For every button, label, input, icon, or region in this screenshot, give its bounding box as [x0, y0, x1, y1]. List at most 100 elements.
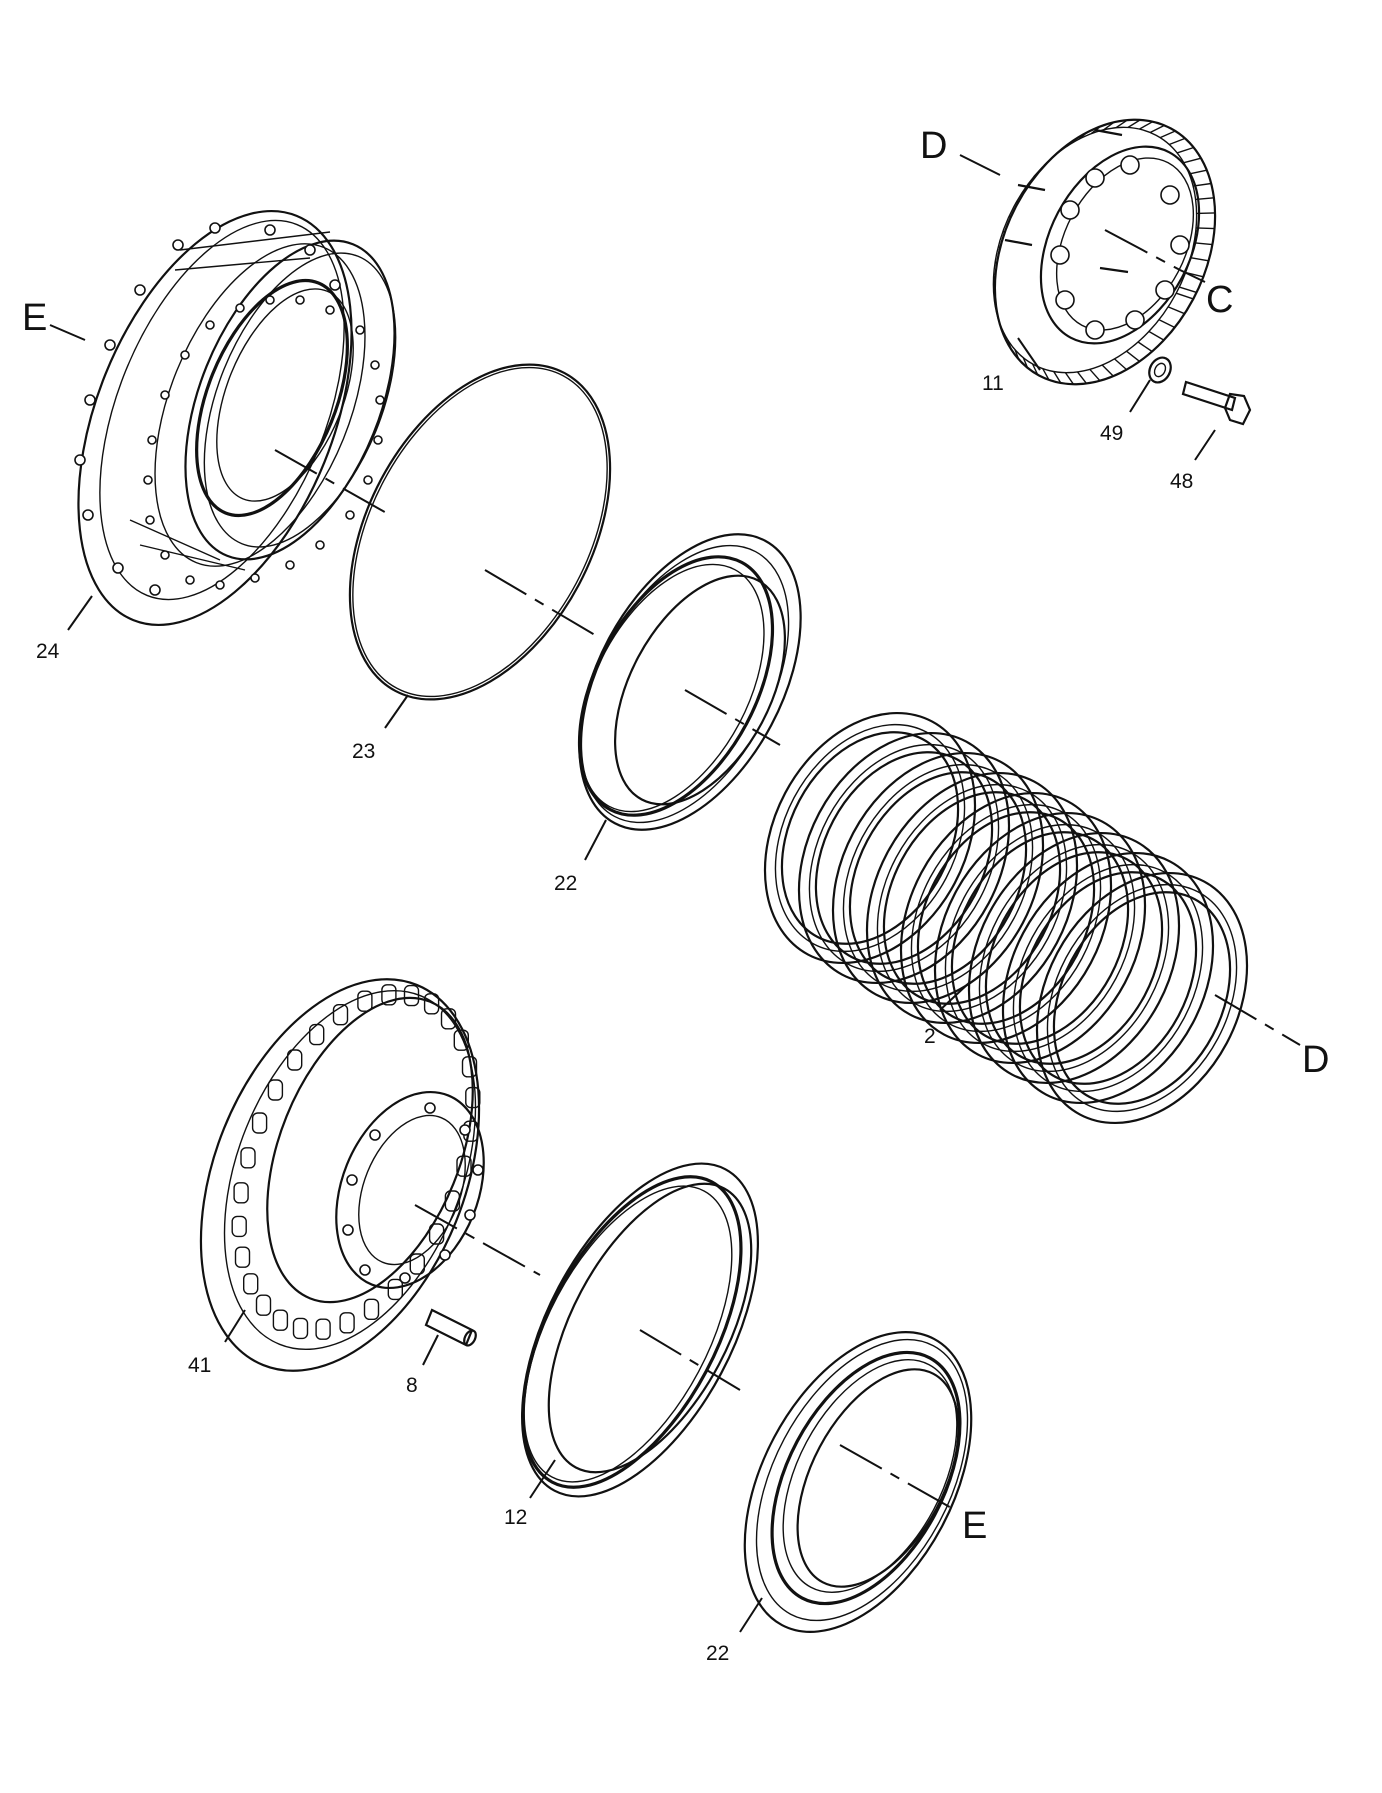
gear-tooth	[994, 261, 998, 265]
gear-tooth	[1159, 130, 1176, 139]
clutch-disc	[882, 791, 1062, 1005]
gear-tooth	[994, 304, 998, 311]
hub-lug	[233, 1182, 249, 1204]
gear-tooth	[1042, 368, 1050, 381]
hub-lug	[315, 1318, 331, 1340]
hub-lug	[453, 1029, 469, 1051]
hub-lug	[267, 1079, 284, 1101]
gear-tooth	[1115, 119, 1128, 129]
clutch-disc	[865, 771, 1079, 1025]
gear-tooth	[1015, 200, 1020, 204]
clutch-disc	[916, 811, 1096, 1025]
gear-tooth	[1189, 169, 1207, 175]
seal-part-22-lower	[743, 1331, 973, 1633]
gear-tooth	[1196, 212, 1216, 215]
clutch-disc	[808, 743, 1000, 973]
leader-lines	[49, 154, 1216, 1633]
gear-tooth	[1195, 197, 1214, 201]
gear-tooth	[1043, 159, 1050, 166]
label-8: 8	[406, 1374, 418, 1397]
label-11: 11	[982, 372, 1004, 395]
clutch-disc	[950, 831, 1130, 1045]
hub-lug	[357, 990, 373, 1012]
ref-E-top: E	[22, 297, 47, 339]
pin-part-8	[424, 1308, 477, 1347]
gear-tooth	[1114, 358, 1128, 371]
hub-lug	[403, 984, 420, 1007]
clutch-disc	[978, 843, 1170, 1073]
label-2: 2	[924, 1025, 936, 1048]
ring-part-12	[521, 1162, 759, 1498]
gear-tooth	[1183, 157, 1202, 164]
gear-tooth	[1064, 372, 1074, 385]
gear-tooth	[1127, 119, 1141, 129]
gear-tooth	[1053, 371, 1062, 384]
hub-lug	[461, 1056, 478, 1078]
hub-lug	[440, 1008, 457, 1030]
label-24: 24	[36, 640, 60, 663]
label-41: 41	[188, 1354, 211, 1377]
label-12: 12	[504, 1506, 527, 1529]
gear-tooth	[1089, 368, 1101, 382]
clutch-disc	[1035, 871, 1249, 1125]
gear-tooth	[1139, 121, 1154, 130]
gear-tooth	[1001, 329, 1006, 338]
hub-lug	[234, 1246, 251, 1268]
gear-tooth	[997, 317, 1001, 325]
gear-tooth	[1168, 137, 1186, 146]
o-ring-part-23	[348, 363, 612, 701]
hub-lug	[363, 1298, 380, 1321]
ref-C: C	[1206, 279, 1233, 321]
hub-lug	[409, 1253, 425, 1275]
clutch-disc	[780, 731, 960, 945]
gear-tooth	[1076, 371, 1088, 384]
clutch-disc	[842, 763, 1034, 993]
gear-tooth	[1007, 339, 1012, 350]
housing-part-24	[74, 209, 397, 627]
hub-lug	[231, 1215, 247, 1238]
gear-tooth	[1149, 124, 1165, 134]
gear-tooth	[992, 276, 996, 281]
gear-tooth	[1101, 364, 1114, 377]
gear-tooth	[992, 290, 996, 296]
gear-tooth	[1103, 121, 1115, 131]
hub-lug	[240, 1147, 256, 1169]
washer-part-49	[1148, 356, 1172, 384]
clutch-disc	[899, 791, 1113, 1045]
hub-lug	[423, 993, 440, 1015]
clutch-disc	[984, 851, 1164, 1065]
gear-tooth	[1031, 363, 1039, 376]
hub-lug	[255, 1294, 272, 1316]
assembly-axes	[274, 229, 1301, 1511]
bolt-part-48	[1181, 380, 1252, 426]
hub-lug	[332, 1004, 349, 1026]
gear-tooth	[1066, 139, 1075, 147]
gear-tooth	[1033, 172, 1039, 178]
gear-tooth	[1176, 146, 1194, 154]
gear-tooth	[1126, 350, 1141, 362]
gear-tooth	[1054, 148, 1062, 156]
gear-tooth	[1148, 330, 1165, 341]
clutch-disc	[763, 711, 977, 965]
gear-tooth	[997, 245, 1001, 249]
hub-lug	[465, 1086, 481, 1109]
gear-tooth	[1078, 131, 1088, 140]
hub-lug	[381, 984, 397, 1006]
gear-ring-part-11	[992, 118, 1217, 386]
clutch-disc	[797, 731, 1011, 985]
gear-tooth	[1167, 306, 1185, 315]
label-49: 49	[1100, 422, 1123, 445]
gear-tooth	[1179, 286, 1197, 294]
hub-lug	[251, 1112, 268, 1134]
label-48: 48	[1170, 470, 1193, 493]
clutch-disc	[944, 823, 1136, 1053]
ref-D-bottom: D	[1302, 1039, 1329, 1081]
hub-lug	[387, 1278, 403, 1301]
clutch-disc	[831, 751, 1045, 1005]
clutch-disc	[1012, 863, 1204, 1093]
gear-tooth	[1008, 215, 1012, 218]
hub-lug	[428, 1223, 445, 1245]
hub-lug	[242, 1273, 259, 1295]
clutch-disc	[967, 831, 1181, 1085]
